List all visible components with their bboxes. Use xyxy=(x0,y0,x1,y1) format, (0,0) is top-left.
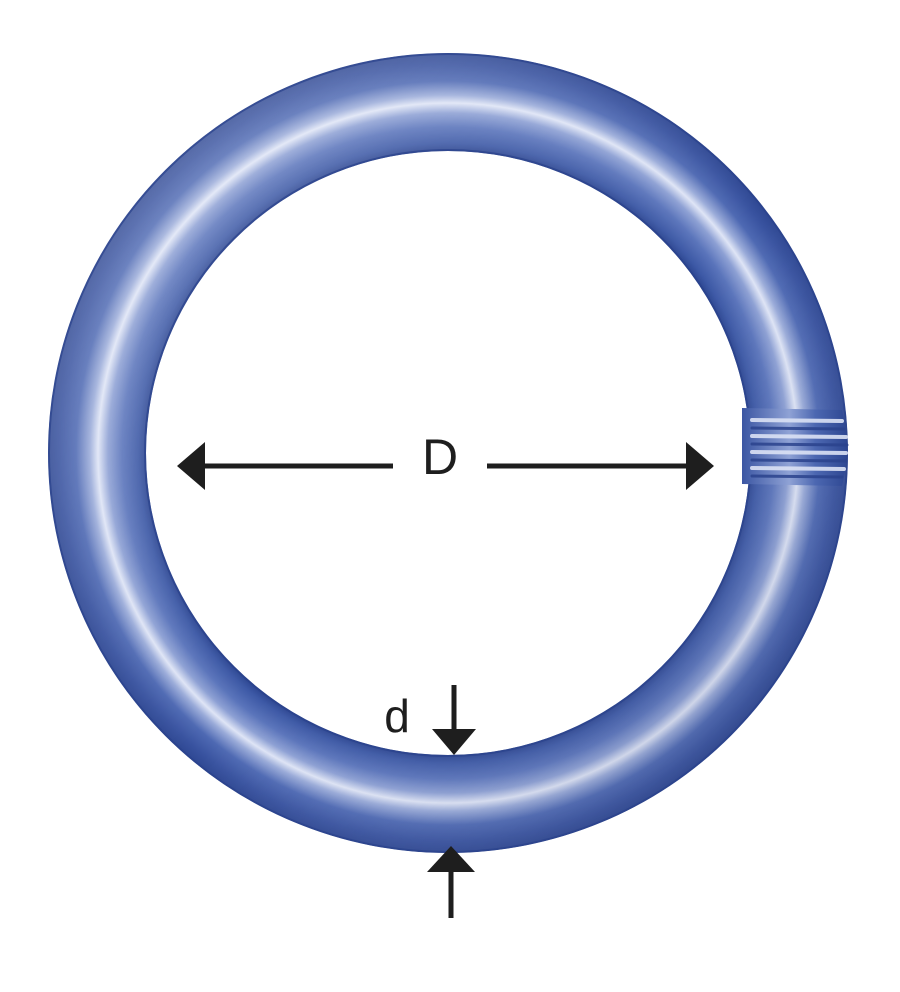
arrowhead-right-icon xyxy=(686,442,714,490)
arrowhead-left-icon xyxy=(177,442,205,490)
diameter-dimension: D xyxy=(177,429,714,490)
arrowhead-down-icon xyxy=(432,729,476,755)
thickness-dimension: d xyxy=(384,685,476,918)
ring-ridged-band xyxy=(742,408,849,486)
ring-tube xyxy=(48,53,848,853)
arrowhead-up-icon xyxy=(427,846,475,872)
thickness-label: d xyxy=(384,690,410,742)
diameter-label: D xyxy=(422,429,458,485)
